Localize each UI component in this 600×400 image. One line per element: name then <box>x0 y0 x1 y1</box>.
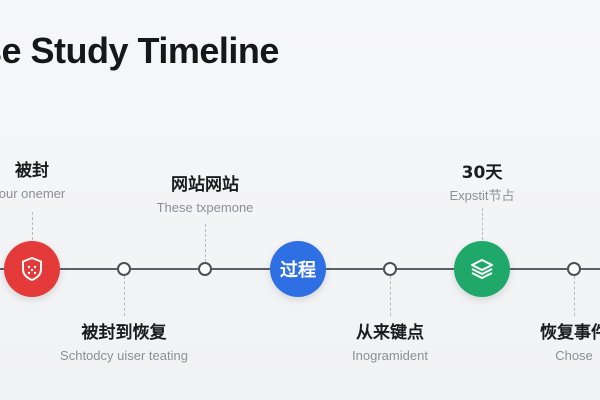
event-subtitle: Schtodcy uiser teating <box>60 348 188 363</box>
event-label-30-days: 30天 Expstit节占 <box>449 162 514 204</box>
event-subtitle: Expstit节占 <box>449 188 515 203</box>
milestone-green-layers[interactable] <box>454 241 510 297</box>
event-subtitle: our onemer <box>0 186 66 201</box>
connector-dot4-down <box>574 276 575 316</box>
event-title: 被封到恢复 <box>81 323 167 343</box>
event-title: 被封 <box>14 161 49 181</box>
timeline-dot[interactable] <box>198 262 212 276</box>
event-label-recovery: 恢复事件 Chose <box>540 322 600 364</box>
connector-dot1-down <box>124 276 125 316</box>
layers-icon <box>469 256 495 282</box>
page-title: se Study Timeline <box>0 30 279 71</box>
event-title: 网站网站 <box>171 175 239 195</box>
shield-icon <box>19 256 45 282</box>
event-title: 30天 <box>461 163 503 183</box>
event-subtitle: Chose <box>555 348 593 363</box>
event-label-blocked-to-recovery: 被封到恢复 Schtodcy uiser teating <box>60 322 188 364</box>
event-subtitle: Inogramident <box>352 348 428 363</box>
timeline-dot[interactable] <box>383 262 397 276</box>
event-label-blocked: 被封 our onemer <box>0 160 65 202</box>
timeline-dot[interactable] <box>567 262 581 276</box>
milestone-red-shield[interactable] <box>4 241 60 297</box>
connector-dot3-down <box>390 276 391 316</box>
event-subtitle: These txpemone <box>156 200 254 215</box>
event-title: 恢复事件 <box>540 323 600 343</box>
connector-red-up <box>32 212 33 240</box>
event-label-website: 网站网站 These txpemone <box>157 174 254 216</box>
connector-green-up <box>482 208 483 240</box>
event-label-key-point: 从来键点 Inogramident <box>352 322 428 364</box>
event-title: 从来键点 <box>355 323 424 343</box>
timeline-dot[interactable] <box>117 262 131 276</box>
connector-dot2-up <box>205 224 206 262</box>
milestone-label: 过程 <box>280 260 316 281</box>
milestone-blue-process[interactable]: 过程 <box>270 241 326 297</box>
